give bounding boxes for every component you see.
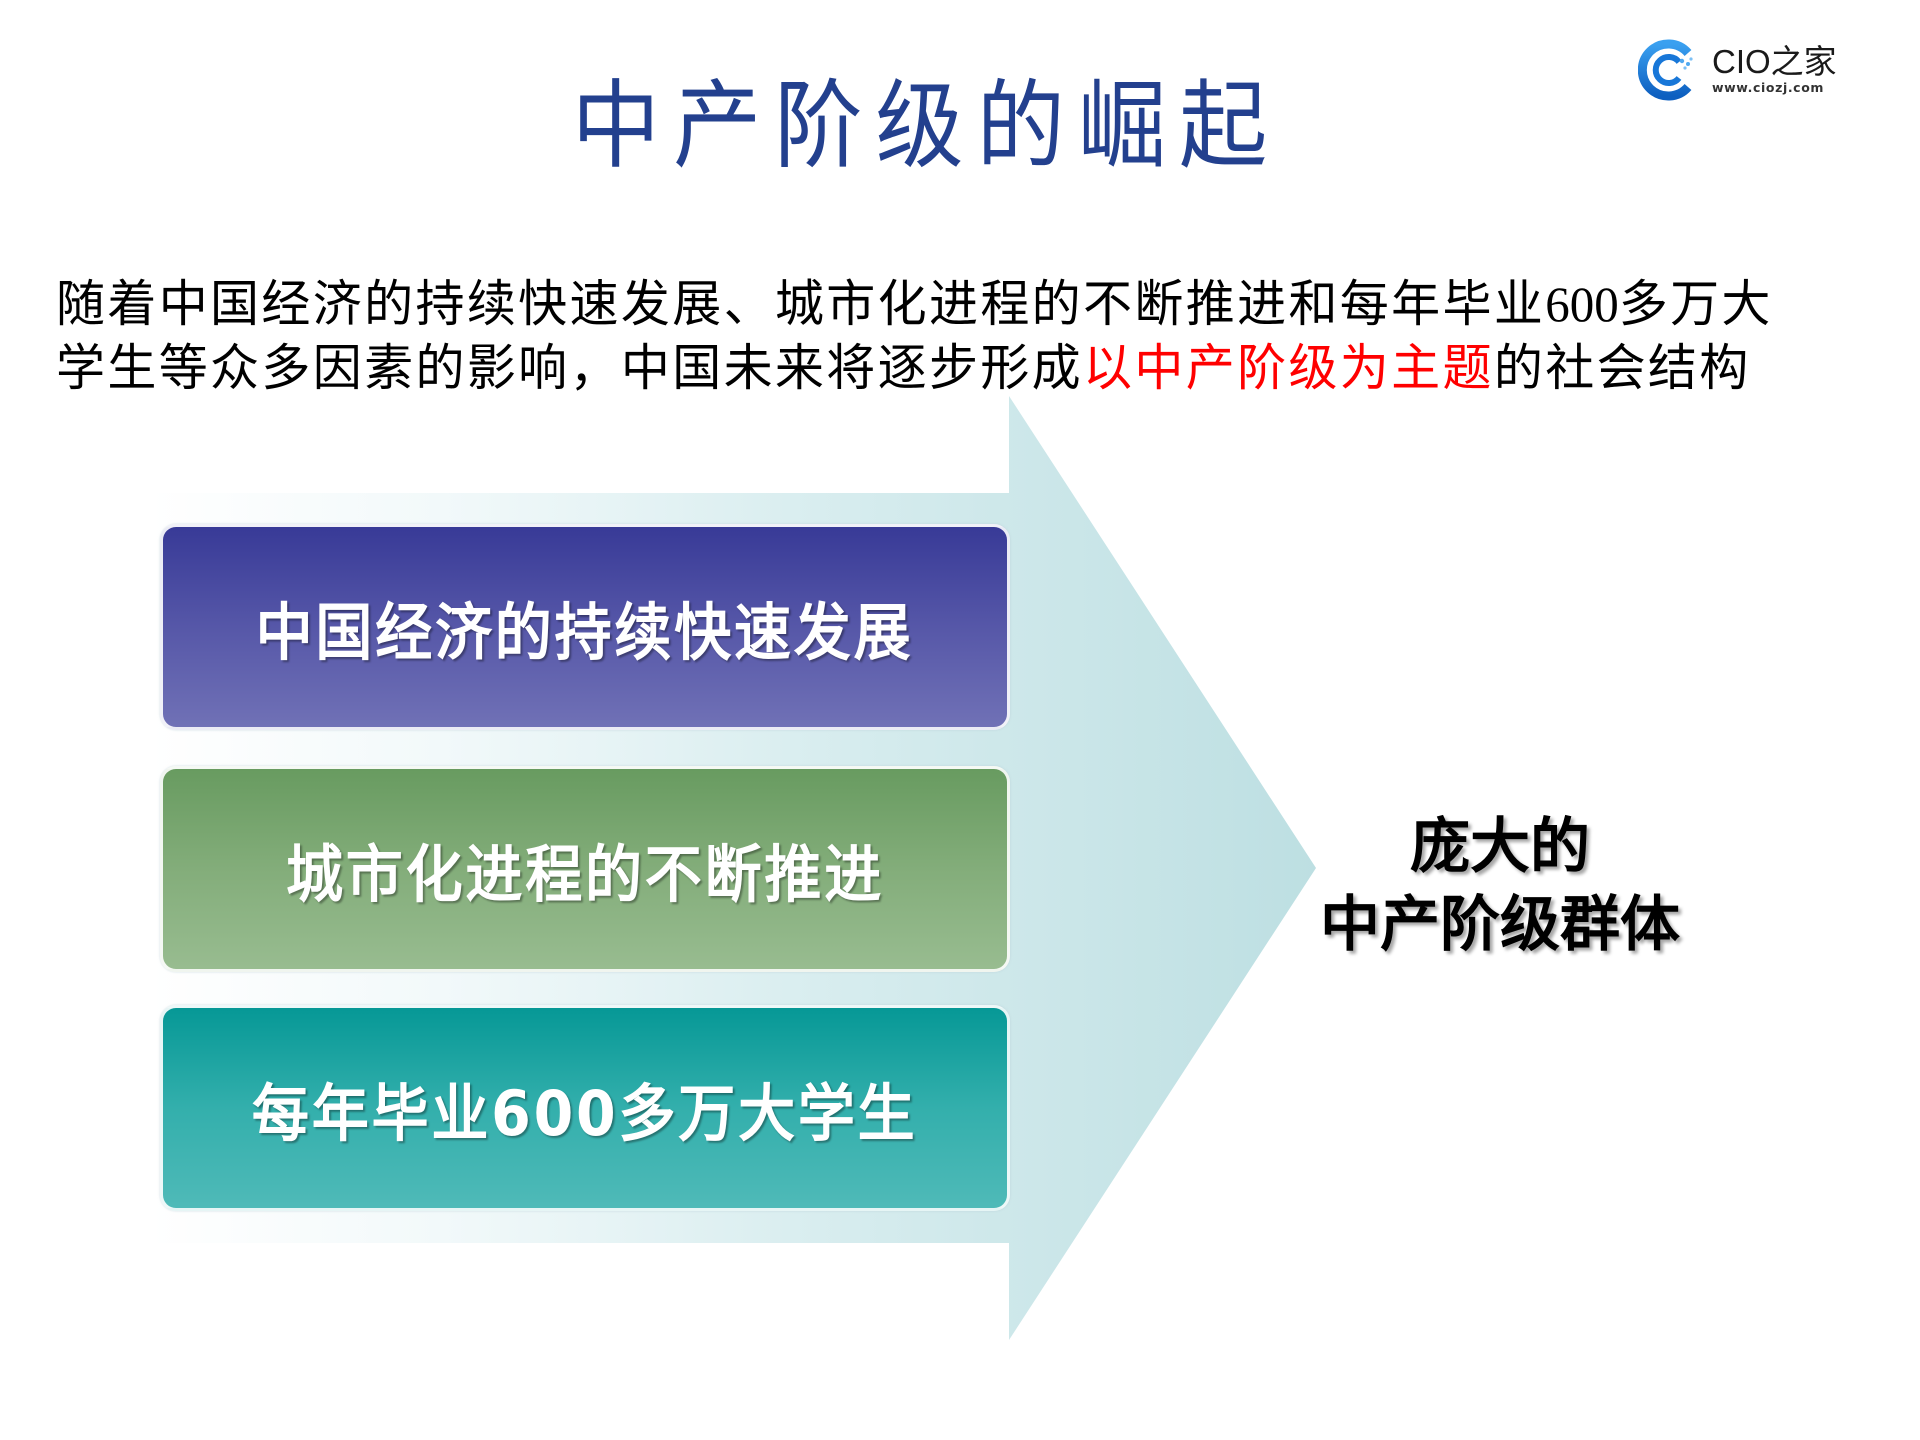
slide-title: 中产阶级的崛起 bbox=[571, 70, 1281, 182]
factor-label: 中国经济的持续快速发展 bbox=[256, 596, 914, 669]
logo-url: www.ciozj.com bbox=[1712, 80, 1825, 95]
intro-line1-number: 600 bbox=[1545, 276, 1619, 332]
intro-line2-prefix: 学生等众多因素的影响，中国未来将逐步形成 bbox=[56, 339, 1084, 397]
result-line-2: 中产阶级群体 bbox=[1320, 890, 1680, 960]
intro-line-2: 学生等众多因素的影响，中国未来将逐步形成以中产阶级为主题的社会结构 bbox=[56, 336, 1849, 400]
result-line-1: 庞大的 bbox=[1410, 812, 1590, 882]
intro-paragraph: 随着中国经济的持续快速发展、城市化进程的不断推进和每年毕业600多万大 学生等众… bbox=[56, 272, 1849, 400]
c-circle-logo-icon bbox=[1638, 39, 1700, 101]
intro-highlight: 以中产阶级为主题 bbox=[1083, 339, 1494, 397]
factor-label: 每年毕业600多万大学生 bbox=[252, 1077, 918, 1150]
factor-box-economy: 中国经济的持续快速发展 bbox=[160, 524, 1010, 730]
result-text: 庞大的 中产阶级群体 bbox=[1300, 808, 1700, 964]
cio-logo[interactable]: CIO之家 www.ciozj.com bbox=[1638, 38, 1837, 102]
factor-label: 城市化进程的不断推进 bbox=[285, 838, 884, 911]
logo-name: CIO之家 bbox=[1712, 43, 1837, 80]
intro-line2-suffix: 的社会结构 bbox=[1493, 339, 1751, 397]
intro-line1-text-end: 多万大 bbox=[1618, 275, 1773, 333]
factor-box-urbanization: 城市化进程的不断推进 bbox=[160, 766, 1010, 972]
intro-line1-text: 随着中国经济的持续快速发展、城市化进程的不断推进和每年毕业 bbox=[56, 275, 1546, 333]
intro-line-1: 随着中国经济的持续快速发展、城市化进程的不断推进和每年毕业600多万大 bbox=[56, 272, 1849, 336]
factor-box-graduates: 每年毕业600多万大学生 bbox=[160, 1005, 1010, 1211]
